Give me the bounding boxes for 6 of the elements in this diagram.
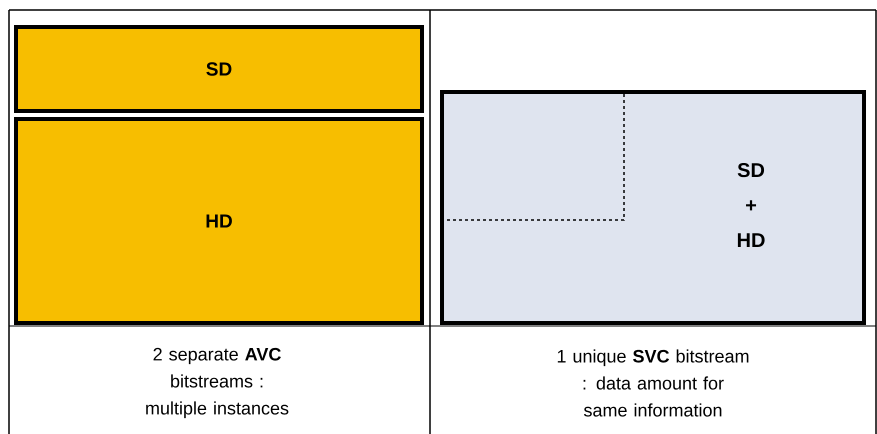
video-frame: HD — [14, 117, 424, 325]
caption: 1 unique SVC bitstream : data amount for same information — [558, 349, 748, 417]
video-frame: SD — [14, 25, 424, 113]
caption: 2 separate AVC bitstreams : multiple instances — [146, 348, 288, 418]
dashed-region — [444, 94, 625, 221]
video-frame: SD + HD — [440, 90, 866, 325]
